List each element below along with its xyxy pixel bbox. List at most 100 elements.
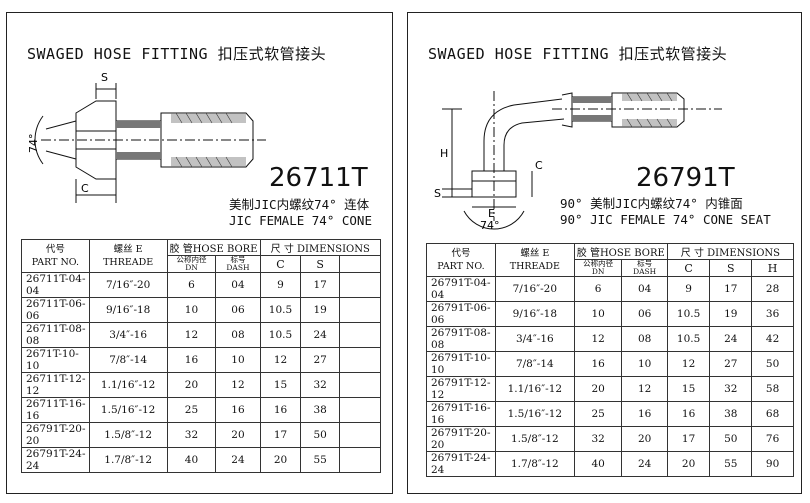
label-s: S — [434, 187, 441, 200]
cell-h: 68 — [751, 401, 794, 427]
cell-part: 26791T-20-20 — [21, 422, 90, 448]
cell-h: 50 — [751, 351, 794, 377]
cell-dash: 12 — [215, 372, 261, 398]
panel-26711t: SWAGED HOSE FITTING 扣压式软管接头 — [6, 12, 393, 494]
cell-part: 2671T-10-10 — [21, 347, 90, 373]
cell-dash: 20 — [215, 422, 261, 448]
cell-_blank — [338, 447, 382, 473]
cell-h: 76 — [751, 426, 794, 452]
cell-s: 17 — [300, 272, 340, 298]
cell-s: 19 — [300, 297, 340, 323]
cell-dn: 40 — [166, 447, 217, 473]
label-angle: 74° — [27, 134, 40, 154]
cell-s: 24 — [709, 326, 753, 352]
cell-dash: 10 — [621, 351, 668, 377]
cell-dn: 10 — [573, 301, 623, 327]
part-number: 26711T — [269, 163, 368, 193]
cell-part: 26711T-04-04 — [21, 272, 90, 298]
cell-s: 17 — [709, 276, 753, 302]
header-empty — [338, 255, 382, 273]
cell-thread: 7/16″-20 — [88, 272, 168, 298]
label-c: C — [535, 159, 543, 172]
label-c: C — [81, 182, 89, 195]
label-e: E — [488, 207, 495, 220]
cell-c: 15 — [259, 372, 302, 398]
elbow-fitting-drawing: H C S E 74° — [434, 91, 722, 231]
cell-c: 17 — [666, 426, 711, 452]
cell-thread: 1.5/8″-12 — [88, 422, 168, 448]
description-line-2: JIC FEMALE 74° CONE — [229, 213, 372, 228]
description-line-1: 90° 美制JIC内螺纹74° 内锥面 — [560, 196, 743, 211]
cell-s: 50 — [300, 422, 340, 448]
cell-thread: 9/16″-18 — [88, 297, 168, 323]
part-number: 26791T — [636, 163, 735, 193]
cell-thread: 9/16″-18 — [494, 301, 575, 327]
cell-s: 32 — [300, 372, 340, 398]
cell-s: 55 — [709, 451, 753, 477]
cell-_blank — [338, 297, 382, 323]
description: 90° 美制JIC内螺纹74° 内锥面 90° JIC FEMALE 74° C… — [560, 196, 771, 228]
cell-dn: 12 — [166, 322, 217, 348]
label-s: S — [101, 71, 108, 84]
cell-part: 26711T-16-16 — [21, 397, 90, 423]
cell-h: 42 — [751, 326, 794, 352]
header-h: H — [751, 259, 794, 277]
cell-dash: 04 — [621, 276, 668, 302]
cell-thread: 1.1/16″-12 — [88, 372, 168, 398]
cell-dash: 08 — [621, 326, 668, 352]
cell-dn: 10 — [166, 297, 217, 323]
cell-thread: 7/16″-20 — [494, 276, 575, 302]
cell-dash: 10 — [215, 347, 261, 373]
cell-part: 26791T-20-20 — [426, 426, 496, 452]
cell-_blank — [338, 397, 382, 423]
cell-dn: 20 — [166, 372, 217, 398]
cell-thread: 3/4″-16 — [494, 326, 575, 352]
cell-s: 38 — [300, 397, 340, 423]
cell-c: 9 — [666, 276, 711, 302]
header-s: S — [709, 259, 753, 277]
cell-thread: 7/8″-14 — [88, 347, 168, 373]
cell-thread: 7/8″-14 — [494, 351, 575, 377]
cell-s: 24 — [300, 322, 340, 348]
cell-thread: 1.5/16″-12 — [494, 401, 575, 427]
label-angle: 74° — [480, 219, 500, 231]
cell-_blank — [338, 322, 382, 348]
cell-dn: 20 — [573, 376, 623, 402]
label-h: H — [440, 147, 448, 160]
cell-_blank — [338, 347, 382, 373]
cell-c: 10.5 — [666, 301, 711, 327]
cell-part: 26791T-24-24 — [21, 447, 90, 473]
cell-thread: 1.7/8″-12 — [88, 447, 168, 473]
description-line-1: 美制JIC内螺纹74° 连体 — [229, 197, 370, 212]
cell-thread: 1.1/16″-12 — [494, 376, 575, 402]
cell-s: 27 — [709, 351, 753, 377]
cell-dn: 6 — [166, 272, 217, 298]
cell-thread: 1.5/8″-12 — [494, 426, 575, 452]
cell-h: 90 — [751, 451, 794, 477]
cell-dash: 08 — [215, 322, 261, 348]
cell-h: 28 — [751, 276, 794, 302]
cell-s: 50 — [709, 426, 753, 452]
cell-thread: 3/4″-16 — [88, 322, 168, 348]
cell-s: 38 — [709, 401, 753, 427]
cell-dn: 32 — [573, 426, 623, 452]
cell-dn: 16 — [166, 347, 217, 373]
header-dimensions: 尺 寸 DIMENSIONS — [666, 243, 795, 260]
cell-dash: 16 — [215, 397, 261, 423]
